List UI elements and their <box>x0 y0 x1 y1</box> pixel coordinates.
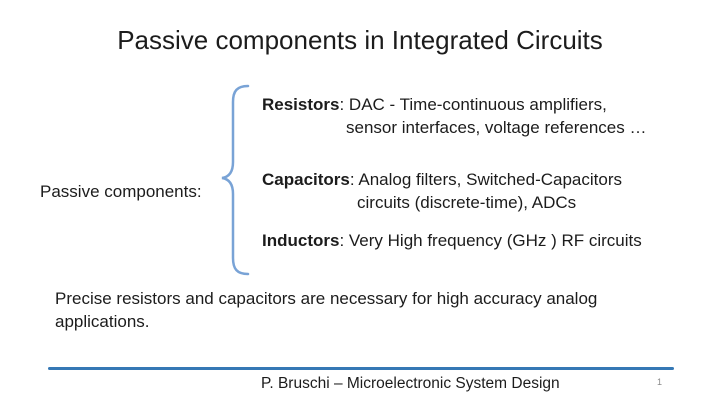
note-paragraph: Precise resistors and capacitors are nec… <box>55 289 598 331</box>
slide-title: Passive components in Integrated Circuit… <box>117 25 603 55</box>
item-resistors-term: Resistors <box>262 95 340 114</box>
item-resistors-desc: : DAC - Time-continuous amplifiers, <box>339 95 607 114</box>
item-capacitors-line2: circuits (discrete-time), ADCs <box>357 193 577 212</box>
item-resistors-line2: sensor interfaces, voltage references … <box>346 118 647 137</box>
item-inductors-desc: : Very High frequency (GHz ) RF circuits <box>339 231 642 250</box>
curly-brace-icon <box>221 84 250 276</box>
page-number: 1 <box>657 377 663 387</box>
item-capacitors-desc: : Analog filters, Switched-Capacitors <box>349 170 622 189</box>
footer-divider <box>48 367 674 370</box>
item-inductors-term: Inductors <box>262 231 340 250</box>
group-label: Passive components: <box>40 182 202 201</box>
item-capacitors-term: Capacitors <box>262 170 350 189</box>
item-resistors-line1: Resistors: DAC - Time-continuous amplifi… <box>262 95 607 115</box>
item-inductors-line1: Inductors: Very High frequency (GHz ) RF… <box>262 231 642 251</box>
footer-credit: P. Bruschi – Microelectronic System Desi… <box>261 375 560 392</box>
item-capacitors-line1: Capacitors: Analog filters, Switched-Cap… <box>262 170 622 190</box>
